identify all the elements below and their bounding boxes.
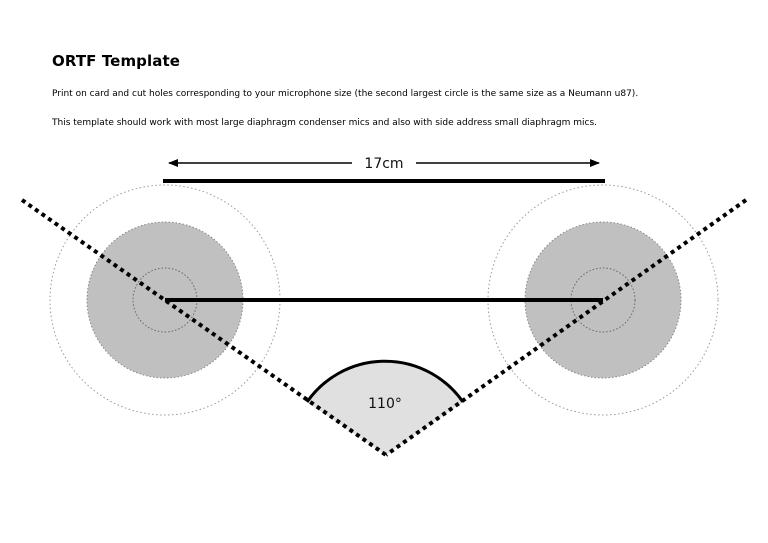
- instruction-paragraph-2: This template should work with most larg…: [52, 118, 598, 128]
- distance-label: 17cm: [364, 156, 403, 172]
- angle-label: 110°: [368, 396, 402, 412]
- right-inner-dotted-ring: [570, 267, 636, 333]
- right-direction-dotted-line: [384, 198, 748, 457]
- page-title: ORTF Template: [52, 52, 181, 70]
- left-direction-dotted-line: [20, 198, 388, 457]
- angle-wedge: [307, 361, 463, 455]
- angle-arc: [305, 359, 465, 403]
- instruction-paragraph-1: Print on card and cut holes correspondin…: [52, 89, 639, 99]
